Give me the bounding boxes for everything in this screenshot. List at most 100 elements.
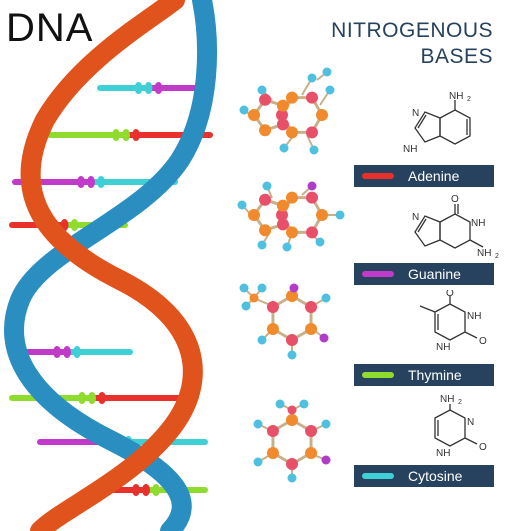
- atom: [276, 218, 289, 231]
- atom: [276, 109, 288, 121]
- atom: [306, 91, 318, 104]
- guanine-o-label: O: [451, 194, 459, 205]
- atom: [287, 473, 297, 483]
- atom: [286, 458, 298, 470]
- dna-title: DNA: [6, 6, 94, 50]
- rung-node: [132, 484, 140, 496]
- atom: [282, 242, 292, 252]
- atom: [239, 283, 249, 293]
- guanine-n-label: N: [412, 212, 419, 223]
- cytosine-name: Cytosine: [408, 468, 463, 484]
- thymine-o-top-label: O: [446, 290, 454, 299]
- atom: [259, 124, 272, 137]
- atom: [305, 323, 318, 335]
- atom: [319, 333, 329, 343]
- atom: [257, 240, 267, 250]
- atom: [306, 191, 318, 204]
- atom: [307, 73, 317, 83]
- atom: [279, 143, 289, 153]
- rung-node: [142, 484, 150, 496]
- thymine-nh-bottom-label: NH: [436, 342, 450, 353]
- rung-node: [88, 392, 96, 404]
- cytosine-nh2-label: NH: [440, 394, 454, 405]
- cytosine-nh2-subscript: 2: [458, 399, 462, 406]
- rung-node: [53, 346, 61, 358]
- atom: [276, 99, 289, 112]
- rung-node: [98, 392, 106, 404]
- atom: [316, 209, 328, 221]
- atom: [307, 181, 317, 191]
- rung-node: [97, 176, 105, 188]
- atom: [262, 181, 272, 191]
- thymine-nh-label: NH: [467, 311, 481, 322]
- cytosine-formula: NH 2 N NH O: [434, 394, 487, 459]
- rung-node: [77, 176, 85, 188]
- thymine-label: Thymine: [354, 364, 494, 386]
- atom: [266, 447, 279, 459]
- cytosine-swatch: [362, 473, 394, 479]
- atom: [325, 85, 335, 95]
- atom: [286, 290, 298, 302]
- atom: [249, 293, 259, 303]
- atom: [237, 200, 247, 210]
- rung-node: [70, 219, 79, 231]
- atom: [286, 191, 298, 204]
- atom: [253, 419, 263, 429]
- dna-helix: [4, 0, 217, 531]
- adenine-name: Adenine: [408, 168, 460, 184]
- rung-node: [78, 392, 86, 404]
- rung-node: [73, 346, 81, 358]
- atom: [289, 283, 299, 293]
- atom: [305, 301, 318, 313]
- atom: [316, 109, 328, 121]
- cytosine-n-label: N: [467, 417, 474, 428]
- heading-line-1: NITROGENOUS: [331, 19, 493, 42]
- guanine-name: Guanine: [408, 266, 461, 282]
- atom: [259, 224, 272, 237]
- atom: [287, 405, 297, 415]
- heading-line-2: BASES: [420, 45, 493, 68]
- orange-backbone-strand: [20, 0, 203, 531]
- rung-node: [152, 484, 160, 496]
- atom: [305, 447, 318, 459]
- rung-node: [132, 129, 140, 141]
- atom: [276, 209, 288, 221]
- rung-node: [87, 176, 95, 188]
- adenine-nh-label: NH: [403, 144, 417, 155]
- atom: [257, 283, 267, 293]
- atom: [287, 350, 297, 360]
- atom: [266, 301, 279, 313]
- adenine-label: Adenine: [354, 165, 494, 187]
- atom: [276, 199, 289, 212]
- atom: [275, 399, 285, 409]
- atom: [259, 193, 272, 206]
- guanine-molecule: [237, 181, 345, 252]
- thymine-name: Thymine: [408, 367, 462, 383]
- cytosine-o-label: O: [479, 442, 487, 453]
- rung-node: [63, 346, 71, 358]
- guanine-swatch: [362, 271, 394, 277]
- thymine-swatch: [362, 372, 394, 378]
- atom: [322, 67, 332, 77]
- atom: [253, 457, 263, 467]
- rung-node: [122, 129, 130, 141]
- atom: [305, 425, 318, 437]
- thymine-molecule: [239, 283, 331, 360]
- nitrogenous-bases-heading: NITROGENOUS BASES: [331, 18, 493, 70]
- guanine-label: Guanine: [354, 263, 494, 285]
- guanine-formula: O NH NH 2 N: [412, 194, 499, 260]
- atom: [286, 126, 298, 139]
- guanine-nh-label: NH: [471, 218, 485, 229]
- atom: [276, 118, 289, 131]
- atom: [315, 237, 325, 247]
- cytosine-nh-label: NH: [436, 448, 450, 459]
- atom: [286, 91, 298, 104]
- atom: [266, 323, 279, 335]
- molecule-models: [237, 67, 345, 483]
- atom: [335, 210, 345, 220]
- atom: [257, 85, 267, 95]
- atom: [321, 419, 331, 429]
- atom: [306, 126, 318, 139]
- rung-node: [154, 82, 163, 94]
- atom: [239, 105, 249, 115]
